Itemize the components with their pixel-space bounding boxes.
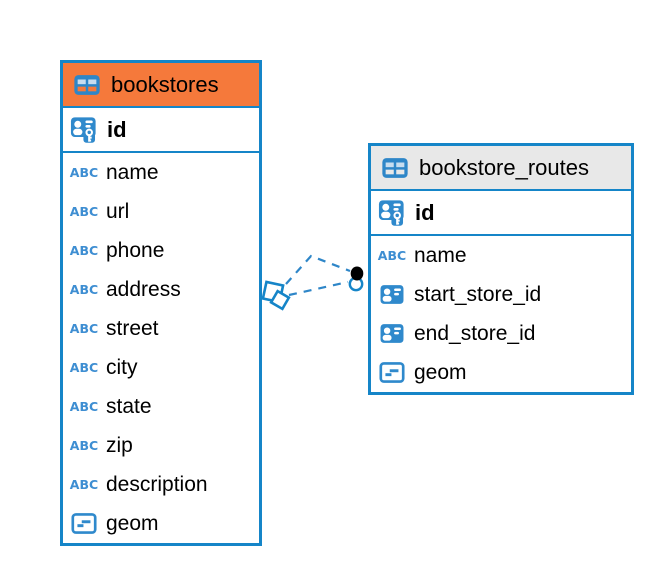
column-row[interactable]: ABC url [63,192,259,231]
column-row[interactable]: end_store_id [371,314,631,353]
table-name: bookstore_routes [419,154,589,180]
id-card-key-icon [377,198,407,227]
object-icon [69,513,99,534]
column-row[interactable]: ABC address [63,270,259,309]
table-name: bookstores [111,71,219,97]
column-name: state [106,394,152,418]
column-name: name [414,243,467,267]
column-row[interactable]: ABC name [63,153,259,192]
column-name: end_store_id [414,321,536,345]
column-row-pk[interactable]: id [371,191,631,236]
column-name: phone [106,238,165,262]
column-row[interactable]: ABC description [63,465,259,504]
column-name: city [106,355,138,379]
column-name: start_store_id [414,282,542,306]
column-name: description [106,472,208,496]
column-name: geom [414,360,467,384]
relationship-line [285,254,351,285]
column-name: zip [106,433,133,457]
abc-icon: ABC [69,204,99,219]
abc-icon: ABC [69,360,99,375]
entity-table-bookstore-routes[interactable]: bookstore_routes id ABC name [368,143,634,395]
abc-icon: ABC [69,243,99,258]
column-name: geom [106,511,159,535]
table-icon [380,157,410,179]
id-card-key-icon [69,115,99,144]
column-row[interactable]: ABC name [371,236,631,275]
abc-icon: ABC [377,248,407,263]
abc-icon: ABC [69,399,99,414]
column-row[interactable]: ABC city [63,348,259,387]
object-icon [377,362,407,383]
id-card-icon [377,284,407,305]
column-name: url [106,199,130,223]
column-name: address [106,277,181,301]
abc-icon: ABC [69,438,99,453]
column-row[interactable]: ABC state [63,387,259,426]
id-card-icon [377,323,407,344]
column-name: id [415,199,435,225]
column-name: id [107,116,127,142]
column-name: street [106,316,159,340]
abc-icon: ABC [69,282,99,297]
abc-icon: ABC [69,321,99,336]
relationship-target-dot-markers [348,266,364,292]
column-row-pk[interactable]: id [63,108,259,153]
column-row[interactable]: ABC phone [63,231,259,270]
column-row[interactable]: ABC street [63,309,259,348]
table-icon [72,74,102,96]
column-row[interactable]: ABC zip [63,426,259,465]
table-header-bookstores[interactable]: bookstores [63,63,259,108]
column-row[interactable]: geom [63,504,259,543]
abc-icon: ABC [69,477,99,492]
relationship-line [288,280,349,297]
table-header-bookstore-routes[interactable]: bookstore_routes [371,146,631,191]
abc-icon: ABC [69,165,99,180]
column-row[interactable]: geom [371,353,631,392]
relationship-source-diamond-markers [261,280,291,311]
column-row[interactable]: start_store_id [371,275,631,314]
entity-table-bookstores[interactable]: bookstores id ABC name [60,60,262,546]
column-name: name [106,160,159,184]
